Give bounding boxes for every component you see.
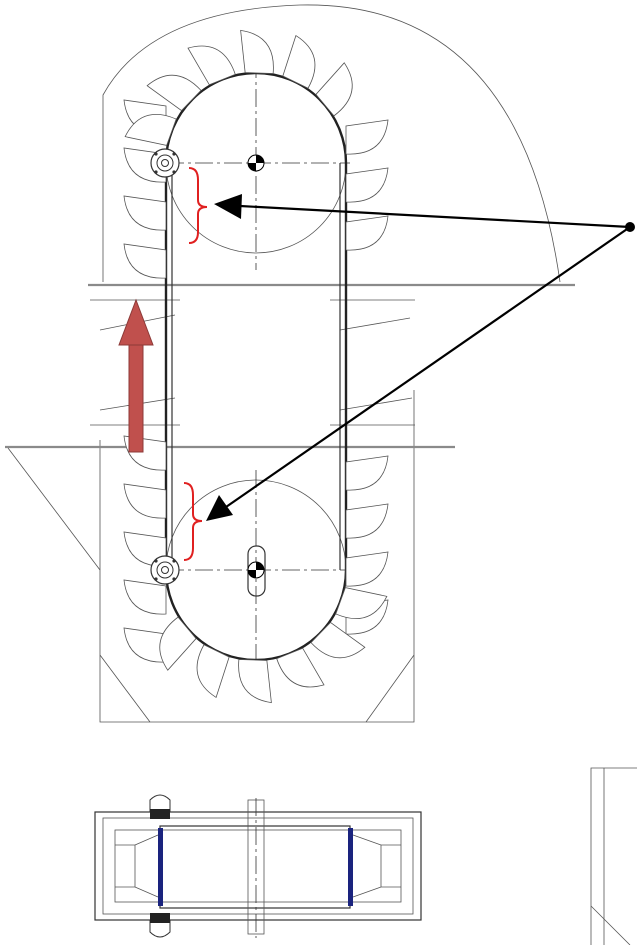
bucket xyxy=(345,119,389,155)
bucket xyxy=(123,243,167,279)
pointer-arrowhead-upper xyxy=(214,194,242,219)
bucket xyxy=(276,647,325,688)
boot-chamfer-left xyxy=(99,654,151,723)
plan-end-plate-left xyxy=(158,828,163,906)
bucket xyxy=(238,659,272,704)
plan-outer-frame xyxy=(94,811,422,921)
bucket xyxy=(124,114,177,146)
bucket xyxy=(282,34,316,89)
pointer-arrows xyxy=(206,194,635,521)
boot-outline xyxy=(99,390,415,723)
side-view-frame xyxy=(590,767,637,945)
bolt-flange-icon xyxy=(150,148,180,178)
lower-casing xyxy=(7,390,415,723)
bolt-flange-icon xyxy=(150,555,180,585)
center-of-mass-icon xyxy=(247,561,265,579)
bucket xyxy=(146,74,202,112)
bucket xyxy=(187,45,236,86)
plan-lug-top xyxy=(149,794,171,813)
upper-brace xyxy=(188,167,208,244)
lift-direction-arrow xyxy=(118,298,154,453)
bucket xyxy=(240,29,274,74)
plan-pulley-body xyxy=(159,825,351,909)
head-hood-outline xyxy=(102,4,561,283)
plan-view xyxy=(94,794,422,938)
inlet-chute-line xyxy=(7,447,101,571)
plan-lug-bottom xyxy=(149,919,171,938)
bucket xyxy=(123,579,167,615)
bucket xyxy=(345,551,389,587)
boot-chamfer-right xyxy=(365,654,415,723)
lower-brace xyxy=(183,482,203,561)
bucket xyxy=(315,62,353,117)
side-view-fragment xyxy=(590,767,637,945)
bucket xyxy=(310,621,366,659)
bucket xyxy=(123,483,167,519)
bucket xyxy=(196,644,230,699)
center-lines xyxy=(166,60,350,670)
bucket xyxy=(345,503,389,539)
buckets xyxy=(123,29,389,704)
bucket xyxy=(345,215,389,251)
bucket xyxy=(345,455,389,491)
plan-end-plate-right xyxy=(348,828,353,906)
upper-casing xyxy=(102,4,561,283)
bucket xyxy=(123,195,167,231)
bucket xyxy=(345,167,389,203)
bucket xyxy=(159,616,197,671)
pointer-arrowhead-lower xyxy=(206,495,233,521)
center-of-mass-icon xyxy=(247,154,265,172)
bucket xyxy=(335,587,388,619)
